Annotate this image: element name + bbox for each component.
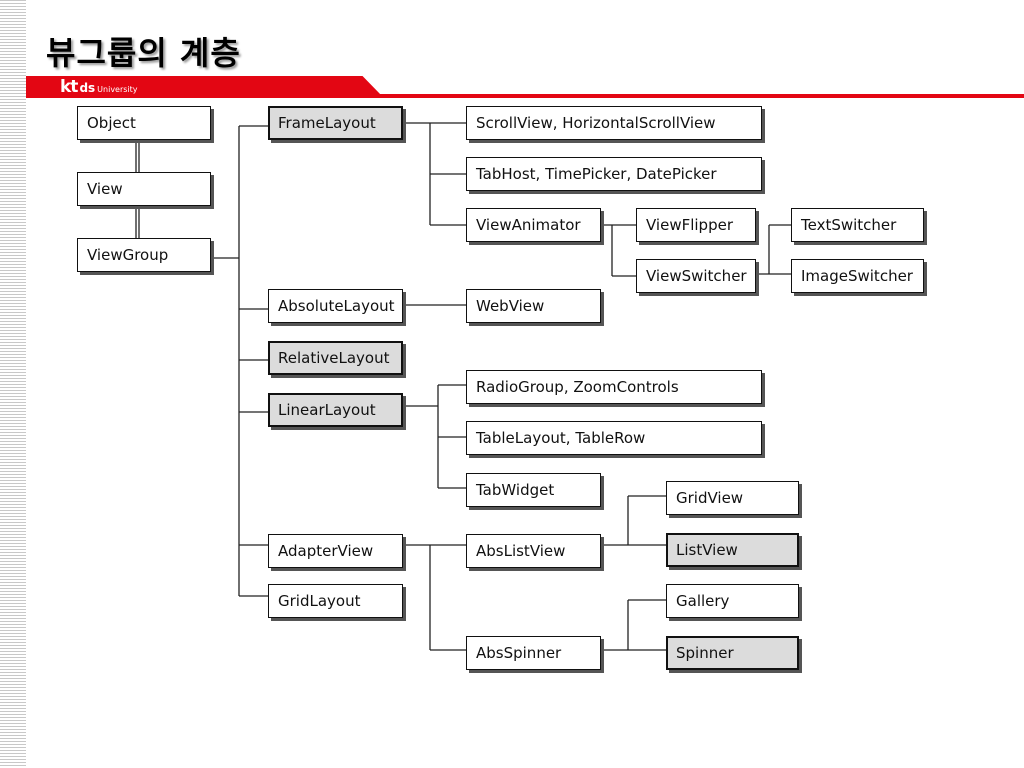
node-viewgroup: ViewGroup: [77, 238, 211, 272]
node-relativelayout: RelativeLayout: [268, 341, 403, 375]
node-tablelayout: TableLayout, TableRow: [466, 421, 762, 455]
node-absspinner: AbsSpinner: [466, 636, 601, 670]
node-gallery: Gallery: [666, 584, 799, 618]
page-title: 뷰그룹의 계층: [46, 34, 241, 72]
node-textswitcher: TextSwitcher: [791, 208, 924, 242]
node-abslistview: AbsListView: [466, 534, 601, 568]
node-gridview: GridView: [666, 481, 799, 515]
node-spinner: Spinner: [666, 636, 799, 670]
node-linearlayout: LinearLayout: [268, 393, 403, 427]
node-listview: ListView: [666, 533, 799, 567]
node-imageswitcher: ImageSwitcher: [791, 259, 924, 293]
logo-ds-text: ds: [79, 81, 96, 95]
left-stripe-decoration: [0, 0, 26, 768]
node-viewflipper: ViewFlipper: [636, 208, 756, 242]
node-tabwidget: TabWidget: [466, 473, 601, 507]
node-webview: WebView: [466, 289, 601, 323]
logo-kt-text: kt: [60, 77, 78, 97]
node-absolutelayout: AbsoluteLayout: [268, 289, 403, 323]
node-object: Object: [77, 106, 211, 140]
node-framelayout: FrameLayout: [268, 106, 403, 140]
node-radiogroup: RadioGroup, ZoomControls: [466, 370, 762, 404]
node-tabhost: TabHost, TimePicker, DatePicker: [466, 157, 762, 191]
logo-university-text: University: [97, 85, 138, 94]
node-view: View: [77, 172, 211, 206]
node-viewswitcher: ViewSwitcher: [636, 259, 756, 293]
node-gridlayout: GridLayout: [268, 584, 403, 618]
node-viewanimator: ViewAnimator: [466, 208, 601, 242]
banner-red-line: [376, 94, 1024, 98]
node-adapterview: AdapterView: [268, 534, 403, 568]
node-scrollview: ScrollView, HorizontalScrollView: [466, 106, 762, 140]
banner-red-tab: [26, 76, 384, 98]
